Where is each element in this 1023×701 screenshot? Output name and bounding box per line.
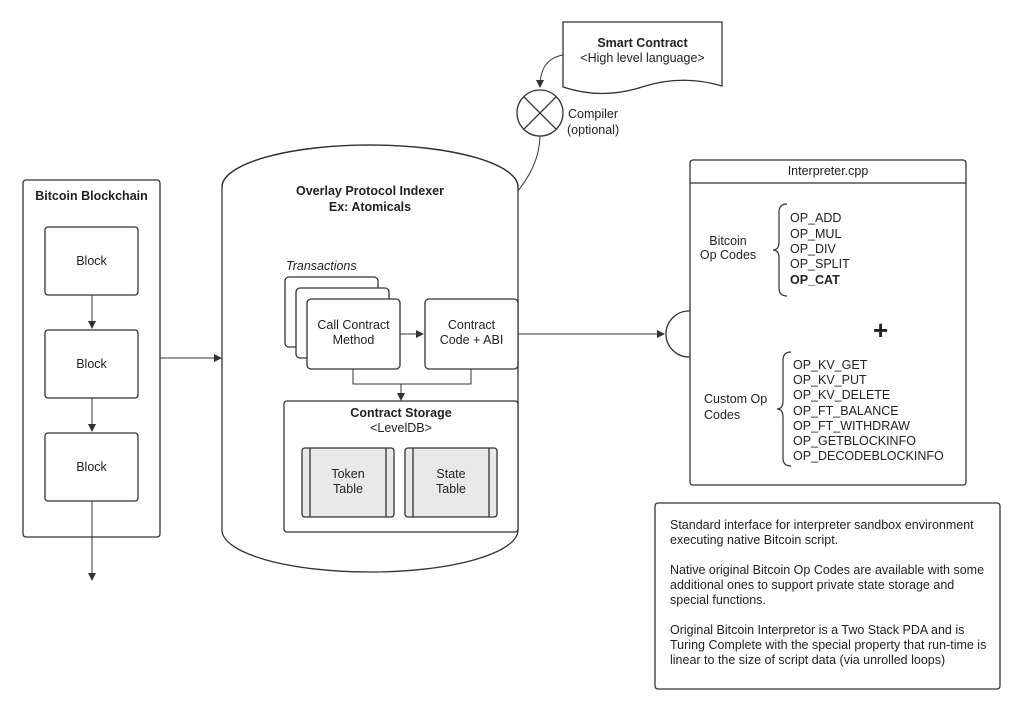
call-contract-method-label: Call Contract [317,318,390,332]
indexer-cylinder-rim [221,144,519,188]
opcode-item: OP_FT_BALANCE [793,404,899,418]
opcode-item: OP_DECODEBLOCKINFO [793,449,944,463]
custom-ops-brace [776,351,792,467]
bitcoin-ops-brace [772,203,788,297]
opcode-item: OP_ADD [790,211,842,225]
opcode-item: OP_GETBLOCKINFO [793,434,916,448]
interpreter-box [689,159,967,486]
note-box [654,502,1001,690]
smart-contract-subtitle: <High level language> [580,51,705,65]
note-paragraph: Native original Bitcoin Op Codes are ava… [670,563,985,607]
contract-code-label: Contract [447,318,496,332]
contract-storage-title: Contract Storage [350,406,452,420]
plus-sign: + [873,315,889,345]
token-table-label: Token [331,467,365,481]
transactions-label: Transactions [286,259,357,273]
state-table [404,447,498,518]
opcode-item: OP_SPLIT [790,257,850,271]
block-label: Block [76,357,107,371]
state-table-label-2: Table [436,482,466,496]
compiler-label: Compiler [568,107,619,121]
contract-to-compiler-arrow [536,54,564,88]
smart-contract-title: Smart Contract [597,36,688,50]
block-label: Block [76,460,107,474]
smart-contract-document [562,21,723,95]
note-paragraph: Original Bitcoin Interpretor is a Two St… [670,623,987,667]
contract-code-label-2: Code + ABI [439,333,504,347]
token-table-label-2: Table [333,482,363,496]
indexer-subtitle: Ex: Atomicals [328,200,412,214]
opcode-item: OP_KV_DELETE [793,388,891,402]
custom-opcodes-label: Custom Op [704,392,768,406]
bitcoin-opcodes-label-2: Op Codes [699,248,757,262]
note-paragraph: Standard interface for interpreter sandb… [670,518,974,547]
opcode-item: OP_DIV [790,242,836,256]
interpreter-title: Interpreter.cpp [787,164,869,178]
indexer-title: Overlay Protocol Indexer [296,184,444,198]
blockchain-title: Bitcoin Blockchain [35,189,148,203]
note-text: Standard interface for interpreter sandb… [670,518,990,683]
custom-opcodes-label-2: Codes [704,408,741,422]
opcode-item: OP_MUL [790,227,842,241]
contract-storage-subtitle: <LevelDB> [370,421,432,435]
state-table-label: State [436,467,466,481]
to-storage-connector [352,369,472,385]
compiler-label-optional: (optional) [567,123,620,137]
opcode-item: OP_FT_WITHDRAW [793,419,910,433]
block-label: Block [76,254,107,268]
token-table [301,447,395,518]
bitcoin-opcodes-label: Bitcoin [709,234,747,248]
compiler-cross [523,96,557,130]
opcode-item: OP_KV_PUT [793,373,867,387]
call-contract-method-label-2: Method [332,333,375,347]
opcode-item: OP_KV_GET [793,358,868,372]
opcode-item-highlighted: OP_CAT [790,273,840,287]
